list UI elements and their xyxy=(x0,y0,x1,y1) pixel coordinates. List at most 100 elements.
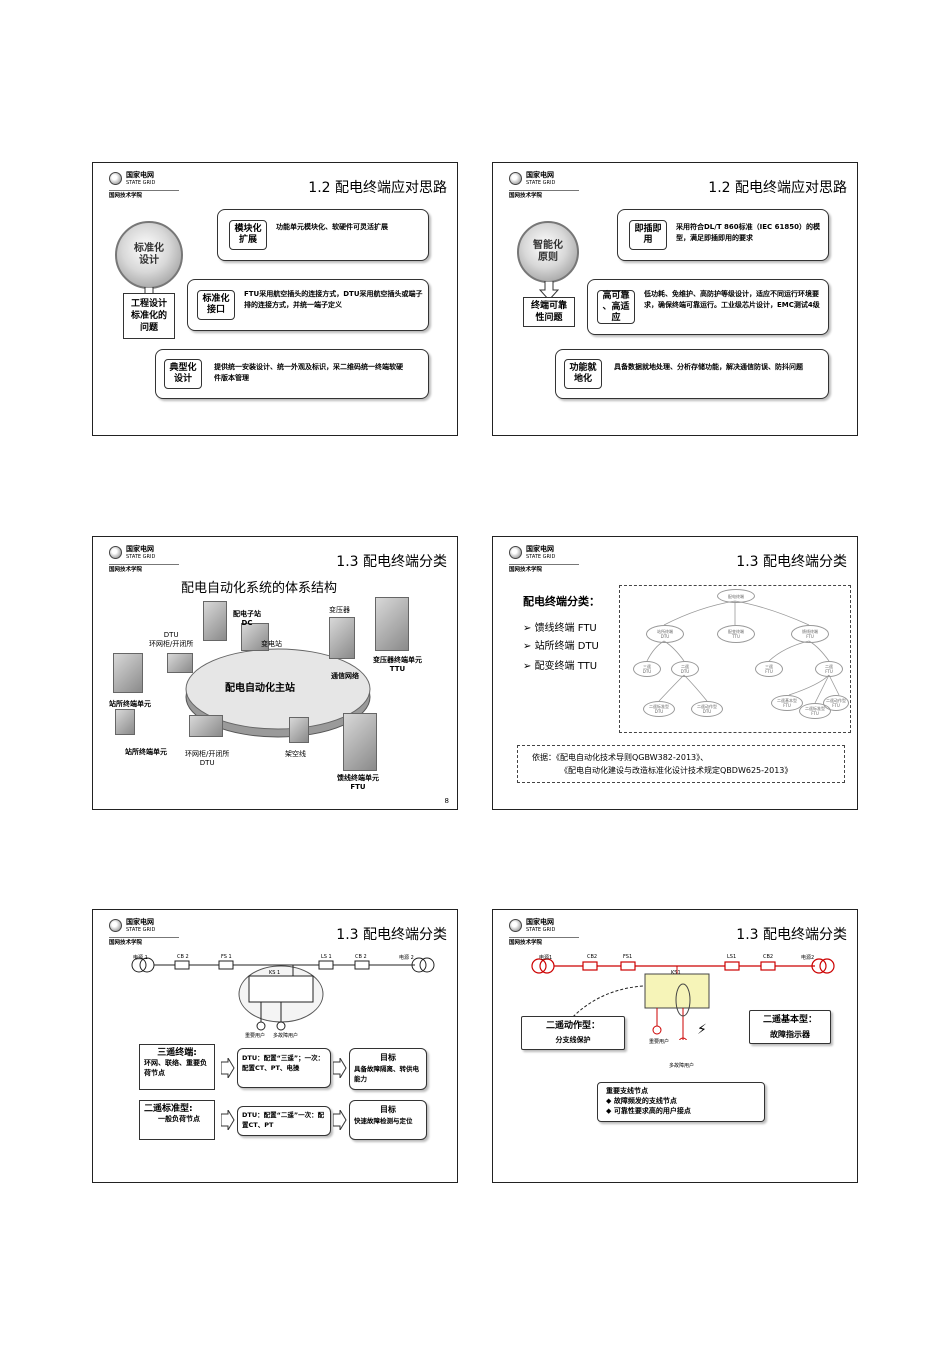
item-key-3: 典型化 设计 xyxy=(164,359,202,389)
sld-label-ls1: LS 1 xyxy=(321,954,332,960)
state-grid-emblem-icon xyxy=(109,172,122,185)
label-comm: 通信网络 xyxy=(331,672,359,680)
tree-node-2y-ftu: 二遥 FTU xyxy=(815,661,843,677)
tree-node-ttu: 配变终端 TTU xyxy=(717,625,755,643)
platform-ellipse xyxy=(185,648,371,738)
down-arrow-icon xyxy=(539,281,559,301)
architecture-heading: 配电自动化系统的体系结构 xyxy=(181,581,338,596)
slide-title: 1.3 配电终端分类 xyxy=(336,927,447,943)
logo-cn: 国家电网 xyxy=(526,918,554,926)
item-key-1: 模块化 扩展 xyxy=(229,220,267,250)
slide-title: 1.3 配电终端分类 xyxy=(736,554,847,570)
item-box-2: 高可靠 、高适 应 低功耗、免维护、高防护等级设计，适应不同运行环境要求，确保终… xyxy=(587,279,829,335)
basis-line-2: 《配电自动化建设与改造标准化设计技术规定QBDW625-2013》 xyxy=(560,766,793,775)
sld-label-cb2-right: CB 2 xyxy=(355,954,367,960)
intelligence-circle: 智能化 原则 xyxy=(517,221,579,283)
item-key-2-label: 高可靠 、高适 应 xyxy=(602,290,630,323)
item-key-2: 高可靠 、高适 应 xyxy=(597,290,635,324)
tree-node-3y-ftu: 三遥 FTU xyxy=(755,661,783,677)
item-desc-2: 低功耗、免维护、高防护等级设计，适应不同运行环境要求，确保终端可靠运行。工业级芯… xyxy=(644,290,820,309)
bullet-ttu: ➢ 配变终端 TTU xyxy=(523,661,598,672)
tree-node-dtu: 站所终端 DTU xyxy=(646,625,684,643)
sld-label-fs1: FS1 xyxy=(623,954,633,960)
logo-en: STATE GRID xyxy=(126,927,156,933)
item-key-2-label: 标准化 接口 xyxy=(202,294,230,315)
state-grid-emblem-icon xyxy=(109,546,122,559)
label-ttu: 变压器终端单元 TTU xyxy=(373,656,422,673)
item-box-1: 模块化 扩展 功能单元模块化、软硬件可灵活扩展 xyxy=(217,209,429,261)
item-desc-3: 具备数据就地处理、分析存储功能，解决通信防误、防抖问题 xyxy=(614,363,803,371)
tree-leaf-4-label: 二遥标准型 FTU xyxy=(805,706,825,716)
slide-6: 国家电网 STATE GRID 国网技术学院 1.3 配电终端分类 电源1 CB… xyxy=(492,909,858,1183)
logo-divider xyxy=(109,564,179,565)
slide-1: 国家电网 STATE GRID 国网技术学院 1.2 配电终端应对思路 标准化 … xyxy=(92,162,458,436)
sld-label-source2: 电源 2 xyxy=(399,955,414,961)
logo-cn: 国家电网 xyxy=(526,171,554,179)
logo-cn: 国家电网 xyxy=(126,545,154,553)
overhead-line-image xyxy=(289,717,309,743)
sld-label-ks1: KS1 xyxy=(671,970,681,976)
logo-sub: 国网技术学院 xyxy=(109,193,143,199)
branch-node-info-box: 重要支线节点 ◆ 故障频发的支线节点 ◆ 可靠性要求高的用户接点 xyxy=(597,1082,765,1122)
label-dtu-top: DTU 环网柜/开闭所 xyxy=(149,631,194,648)
logo-divider xyxy=(509,190,579,191)
classification-heading: 配电终端分类： xyxy=(523,595,600,608)
two-remote-goal-box: 目标 快速故障检测与定位 xyxy=(349,1100,427,1140)
bullet-ftu: ➢ 馈线终端 FTU xyxy=(523,623,597,634)
station-unit-image-2 xyxy=(115,709,135,735)
label-dtu-bottom: 环网柜/开闭所 DTU xyxy=(185,750,230,767)
two-remote-type-title: 二遥标准型: xyxy=(144,1104,193,1114)
item-key-1: 即插即 用 xyxy=(629,220,667,250)
engineering-design-box: 工程设计 标准化的 问题 xyxy=(123,293,175,339)
logo-en: STATE GRID xyxy=(126,180,156,186)
two-remote-action-callout: 二遥动作型： 分支线保护 xyxy=(521,1016,625,1050)
info-item-1-label: 故障频发的支线节点 xyxy=(613,1097,677,1105)
logo-sub: 国网技术学院 xyxy=(109,940,143,946)
logo-sub: 国网技术学院 xyxy=(509,193,543,199)
three-remote-type-box: 三遥终端: 环网、联络、重要负荷节点 xyxy=(139,1044,215,1090)
two-remote-goal-text: 快速故障检测与定位 xyxy=(354,1117,413,1125)
logo-sub: 国网技术学院 xyxy=(509,567,543,573)
bullet-dtu-label: 站所终端 DTU xyxy=(534,641,599,652)
three-remote-goal-box: 目标 具备故障隔离、转供电能力 xyxy=(349,1048,427,1090)
logo-cn: 国家电网 xyxy=(126,918,154,926)
tree-leaf-5: 二遥动作型 FTU xyxy=(823,695,849,711)
tree-leaf-3-label: 二遥基本型 FTU xyxy=(777,698,797,708)
right-arrow-icon xyxy=(221,1110,235,1130)
tree-leaf-2: 二遥动作型 DTU xyxy=(691,701,723,717)
tree-leaf-2-label: 二遥动作型 DTU xyxy=(697,704,717,714)
label-station-unit-2: 站所终端单元 xyxy=(125,748,167,756)
basis-line-1: 依据：《配电自动化技术导则QGBW382-2013》、 xyxy=(532,753,709,762)
two-remote-type-box: 二遥标准型: 一般负荷节点 xyxy=(139,1100,215,1140)
transformer-image xyxy=(329,617,355,659)
ftu-pole-image xyxy=(343,713,377,771)
slide-title: 1.3 配电终端分类 xyxy=(736,927,847,943)
three-remote-goal-text: 具备故障隔离、转供电能力 xyxy=(354,1065,419,1083)
logo-divider xyxy=(109,937,179,938)
bullet-dtu: ➢ 站所终端 DTU xyxy=(523,641,599,652)
tree-node-3y-dtu: 三遥 DTU xyxy=(633,661,661,677)
circle-label: 智能化 原则 xyxy=(533,240,563,263)
item-box-3: 典型化 设计 提供统一安装设计、统一外观及标识，采二维码统一终端软硬件版本管理 xyxy=(155,349,429,399)
sld-label-source1: 电源1 xyxy=(539,955,553,961)
sld-label-fs1: FS 1 xyxy=(221,954,232,960)
two-remote-type-desc: 一般负荷节点 xyxy=(158,1115,200,1123)
tree-node-3y-ftu-label: 三遥 FTU xyxy=(765,664,773,674)
circle-label: 标准化 设计 xyxy=(134,243,164,266)
slide-2: 国家电网 STATE GRID 国网技术学院 1.2 配电终端应对思路 智能化 … xyxy=(492,162,858,436)
logo-sub: 国网技术学院 xyxy=(509,940,543,946)
label-overhead: 架空线 xyxy=(285,750,306,758)
basis-box: 依据：《配电自动化技术导则QGBW382-2013》、 《配电自动化建设与改造标… xyxy=(517,745,845,783)
label-dc: 配电子站 DC xyxy=(233,610,261,627)
logo-en: STATE GRID xyxy=(526,554,556,560)
two-remote-action-sub: 分支线保护 xyxy=(555,1036,591,1044)
tree-node-2y-ftu-label: 二遥 FTU xyxy=(825,664,833,674)
item-desc-2: FTU采用航空插头的连接方式，DTU采用航空插头或端子排的连接方式，并统一端子定… xyxy=(244,290,423,309)
ring-main-image xyxy=(167,653,193,673)
two-remote-basic-callout: 二遥基本型： 故障指示器 xyxy=(749,1010,831,1044)
item-key-2: 标准化 接口 xyxy=(197,290,235,320)
label-substation: 变电站 xyxy=(261,640,282,648)
standardization-circle: 标准化 设计 xyxy=(115,221,183,289)
logo-en: STATE GRID xyxy=(526,927,556,933)
tree-node-ftu-label: 馈线终端 FTU xyxy=(802,629,818,639)
